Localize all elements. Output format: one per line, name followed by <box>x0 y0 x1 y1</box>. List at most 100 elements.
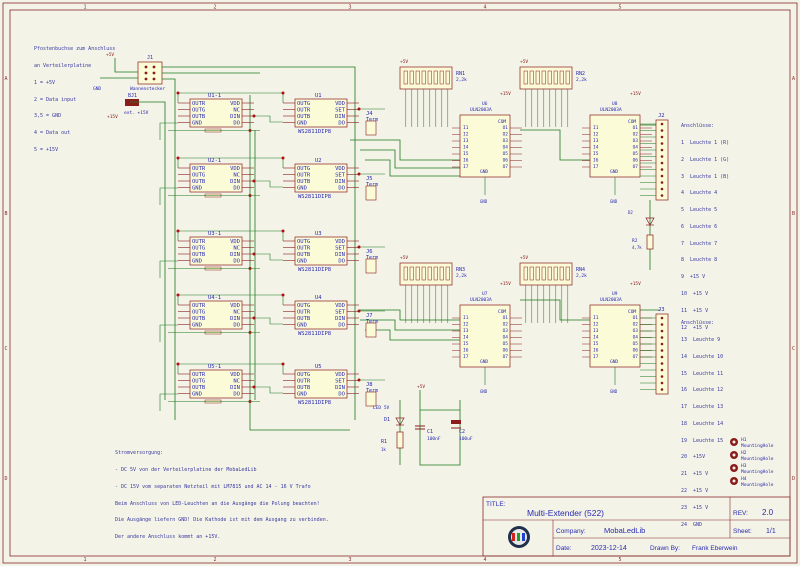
rn-ref: RN4 <box>576 267 585 273</box>
bj1-ref: BJ1 <box>128 93 137 99</box>
j3-line: 18 Leuchte 14 <box>681 420 724 427</box>
driver-pin-out: O6 <box>633 158 639 164</box>
connector-note: Pfostenbuchse zum Anschluss an Verteiler… <box>34 36 115 159</box>
driver-pin-out: O2 <box>503 322 509 328</box>
j1-name: Wannenstecker <box>130 86 166 92</box>
mounting-hole-ref: H4 <box>741 476 747 482</box>
c2-ref: C2 <box>459 429 465 435</box>
driver-pin-in: I3 <box>593 328 599 334</box>
chip-pin-label: OUTG <box>192 379 205 385</box>
chip-part-label: WS2811DIP8 <box>298 129 331 135</box>
ws2811-unit: U4-1OUTROUTGOUTBGNDVDDNCDINDOU4OUTGOUTRO… <box>168 295 378 338</box>
j3-line: 19 Leuchte 15 <box>681 437 724 444</box>
mobaledlib-logo <box>508 526 530 548</box>
driver-pin-out: O4 <box>503 335 509 341</box>
chip-part-label: WS2811DIP8 <box>298 194 331 200</box>
rn-ref: RN1 <box>456 71 465 77</box>
chip-pin-label: DIN <box>230 179 240 185</box>
r2-ref: R2 <box>632 238 638 244</box>
frame-column-label: 1 <box>83 557 86 563</box>
chip-pin-label: OUTR <box>192 239 206 245</box>
chip-left-ref: U3-1 <box>208 231 221 237</box>
chip-pin-label: VDD <box>230 101 240 107</box>
driver-pin-in: I5 <box>463 151 469 157</box>
j3-line: 16 Leuchte 12 <box>681 387 724 394</box>
chip-pin-label: GND <box>297 323 307 329</box>
chip-pin-label: VDD <box>335 303 345 309</box>
driver-pin-out: O3 <box>503 138 509 144</box>
driver-gnd-label: GND <box>480 199 488 204</box>
driver-pin-in: I2 <box>463 132 469 138</box>
d1-ref: D1 <box>384 417 390 423</box>
mounting-hole-ref: H3 <box>741 463 747 469</box>
chip-pin-label: DO <box>338 323 345 329</box>
j2-line: 1 Leuchte 1 (R) <box>681 139 730 146</box>
driver-pin-out: O4 <box>633 145 639 151</box>
j3-line: 13 Leuchte 9 <box>681 336 721 343</box>
term-ref: J8 <box>366 382 373 388</box>
driver-pin-in: I1 <box>463 125 469 131</box>
chip-pin-label: OUTB <box>297 114 311 120</box>
driver-pin-out: O7 <box>503 164 509 170</box>
j2-line: 11 +15 V <box>681 307 709 314</box>
chip-pin-label: GND <box>192 121 202 127</box>
term-ref: J5 <box>366 176 373 182</box>
j2-line: 8 Leuchte 8 <box>681 257 718 264</box>
driver-pin-out: O2 <box>633 132 639 138</box>
date-value: 2023-12-14 <box>591 545 627 552</box>
chip-pin-label: NC <box>233 246 240 252</box>
title-text: Multi-Extender (522) <box>527 508 604 518</box>
mounting-hole-label: MountingHole <box>741 482 774 488</box>
chip-pin-label: OUTR <box>297 246 311 252</box>
chip-pin-label: GND <box>297 259 307 265</box>
chip-pin-label: VDD <box>230 166 240 172</box>
chip-pin-label: DIN <box>230 252 240 258</box>
chip-pin-label: DO <box>233 121 240 127</box>
wiring <box>100 58 660 466</box>
chip-right-ref: U1 <box>315 93 322 99</box>
note-line: 1 = +5V <box>34 79 56 86</box>
mounting-hole-label: MountingHole <box>741 469 774 475</box>
drawn-value: Frank Eberwein <box>692 545 738 552</box>
j3-pin-list: Anschlüsse: 13 Leuchte 9 14 Leuchte 10 1… <box>681 310 723 534</box>
driver-pin-out: O7 <box>503 354 509 360</box>
chip-pin-label: OUTB <box>192 385 206 391</box>
chip-pin-label: DIN <box>335 114 345 120</box>
driver-pin-out: O6 <box>503 158 509 164</box>
chip-pin-label: DIN <box>335 179 345 185</box>
company-label: Company: <box>556 528 586 535</box>
term-ref: J7 <box>366 313 373 319</box>
output-connector: J3 <box>640 307 669 395</box>
bj1-value: ext. +15V <box>124 110 149 116</box>
driver-pin-out: O5 <box>633 341 639 347</box>
chip-left-ref: U4-1 <box>208 295 221 301</box>
chip-pin-label: GND <box>192 392 202 398</box>
chip-pin-label: GND <box>192 323 202 329</box>
note-line: an Verteilerplatine <box>34 62 92 69</box>
chip-right-ref: U4 <box>315 295 322 301</box>
chip-right-ref: U5 <box>315 364 322 370</box>
chip-left-ref: U2-1 <box>208 158 221 164</box>
frame-row-label: B <box>5 211 8 217</box>
frame-row-label: D <box>792 476 795 482</box>
chip-pin-label: NC <box>233 310 240 316</box>
rn-power-label: +5V <box>400 59 408 65</box>
driver-pin-in: I4 <box>593 145 599 151</box>
chip-pin-label: OUTG <box>297 166 310 172</box>
driver-pin-in: I5 <box>593 341 599 347</box>
driver-pin-out: O5 <box>503 341 509 347</box>
note-line: Die Ausgänge liefern GND! Die Kathode is… <box>115 517 329 524</box>
chip-part-label: WS2811DIP8 <box>298 331 331 337</box>
chip-part-label: WS2811DIP8 <box>298 267 331 273</box>
note-line: - DC 15V vom separaten Netzteil mit LM78… <box>115 483 311 490</box>
r1-ref: R1 <box>381 439 387 445</box>
frame-column-label: 5 <box>618 557 621 563</box>
driver-pin-out: O4 <box>503 145 509 151</box>
mounting-hole-label: MountingHole <box>741 456 774 462</box>
